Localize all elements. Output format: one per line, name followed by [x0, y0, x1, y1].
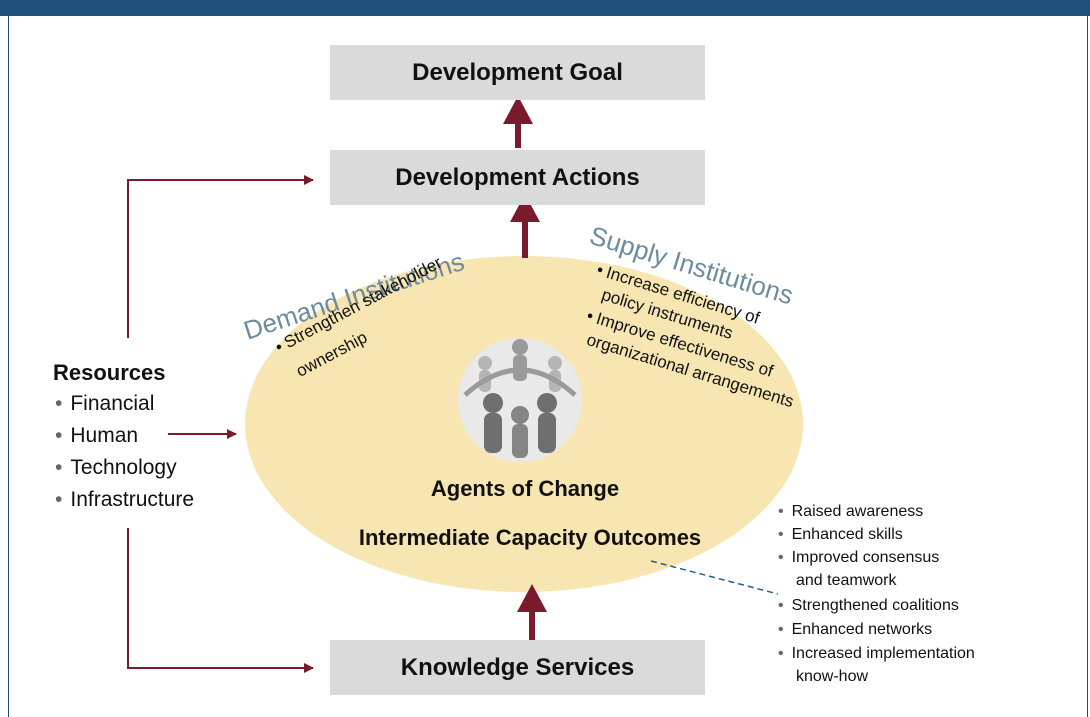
- outcome-item-continued: and teamwork: [796, 572, 897, 589]
- development-actions-box: Development Actions: [330, 150, 705, 205]
- figure-frame: [8, 16, 1088, 717]
- people-circle-illustration: [458, 338, 582, 462]
- resource-item: Financial: [55, 392, 154, 416]
- outcome-item: •Strengthened coalitions: [778, 597, 959, 614]
- resource-item: Human: [55, 424, 138, 448]
- outcome-item: •Increased implementation: [778, 645, 975, 662]
- knowledge-services-label: Knowledge Services: [400, 653, 635, 681]
- intermediate-outcomes-label: Intermediate Capacity Outcomes: [358, 525, 702, 550]
- outcome-item: •Improved consensus: [778, 549, 940, 566]
- person-icon: [512, 339, 528, 381]
- person-icon: [537, 393, 557, 453]
- arrow-head-ellipse: [517, 584, 547, 612]
- arrow-resources-to-actions: [127, 175, 314, 338]
- person-icon: [483, 393, 503, 453]
- outcome-item: •Enhanced skills: [778, 526, 903, 543]
- arrow-resources-to-knowledge: [127, 528, 314, 673]
- person-icon: [548, 356, 562, 392]
- development-actions-label: Development Actions: [395, 163, 640, 191]
- person-icon: [478, 356, 492, 392]
- knowledge-services-box: Knowledge Services: [330, 640, 705, 695]
- outcome-item-continued: know-how: [796, 668, 869, 685]
- development-goal-label: Development Goal: [412, 58, 623, 86]
- resources-title: Resources: [53, 360, 166, 385]
- outcome-item: •Enhanced networks: [778, 621, 933, 638]
- resource-item: Infrastructure: [55, 488, 194, 512]
- agents-of-change-label: Agents of Change: [430, 476, 620, 501]
- header-bar: [0, 0, 1090, 16]
- outcome-item: •Raised awareness: [778, 503, 924, 520]
- arrow-head-actions: [510, 194, 540, 222]
- development-goal-box: Development Goal: [330, 45, 705, 100]
- resource-item: Technology: [55, 456, 176, 480]
- outcomes-dashed-connector: [650, 560, 779, 595]
- arrow-head-goal: [503, 96, 533, 124]
- person-icon: [511, 406, 529, 458]
